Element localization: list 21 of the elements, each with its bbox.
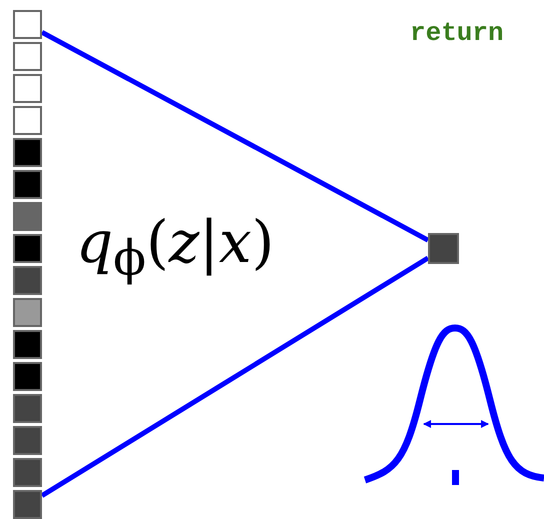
input-pixel-square — [13, 42, 42, 71]
input-pixel-square — [13, 490, 42, 519]
input-pixel-square — [13, 298, 42, 327]
latent-square — [428, 233, 459, 264]
input-pixel-square — [13, 106, 42, 135]
input-pixel-square — [13, 10, 42, 39]
input-pixel-square — [13, 234, 42, 263]
connector-line — [40, 30, 430, 242]
input-pixel-square — [13, 202, 42, 231]
code-keyword: return — [410, 18, 504, 48]
input-pixel-square — [13, 362, 42, 391]
input-pixel-square — [13, 74, 42, 103]
input-pixel-square — [13, 330, 42, 359]
input-pixel-square — [13, 394, 42, 423]
input-pixel-square — [13, 426, 42, 455]
connector-line — [40, 256, 430, 498]
input-pixel-square — [13, 266, 42, 295]
input-pixel-square — [13, 458, 42, 487]
input-pixel-square — [13, 138, 42, 167]
formula: q$_{ϕ}$(z|x) — [76, 208, 274, 287]
input-pixel-square — [13, 170, 42, 199]
